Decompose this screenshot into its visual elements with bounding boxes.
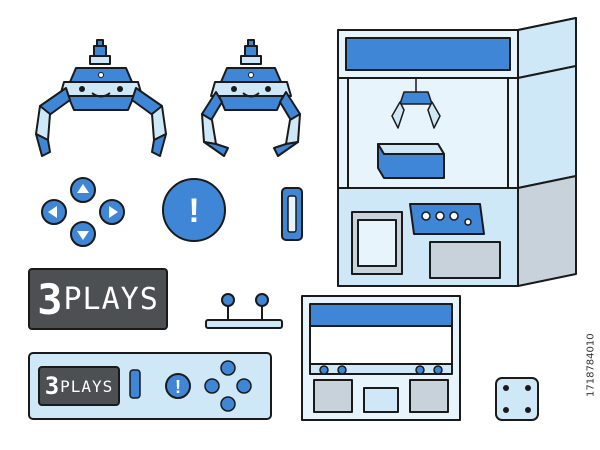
claw-open-icon — [34, 38, 168, 160]
watermark-id: 1718784010 — [585, 333, 597, 397]
panel-plays-display: 3 PLAYS — [38, 366, 120, 406]
panel-plays-label: PLAYS — [60, 376, 114, 396]
dpad-icon[interactable] — [38, 176, 128, 248]
panel-alert-symbol: ! — [175, 377, 181, 397]
panel-plays-count: 3 — [44, 372, 61, 400]
plays-display: 3 PLAYS — [28, 268, 168, 330]
corner-plate-icon — [494, 376, 540, 422]
claw-closed-icon — [196, 38, 306, 162]
joystick-pair-icon[interactable] — [204, 292, 284, 332]
alert-symbol: ! — [188, 192, 199, 230]
exclamation-button-icon[interactable]: ! — [160, 176, 228, 244]
plays-label: PLAYS — [63, 281, 159, 317]
control-panel: ! 3 PLAYS — [28, 352, 272, 420]
coin-slot-icon[interactable] — [280, 186, 304, 242]
plays-count: 3 — [37, 274, 64, 324]
crane-machine-icon — [330, 16, 578, 288]
crane-cabinet-icon — [300, 294, 462, 424]
